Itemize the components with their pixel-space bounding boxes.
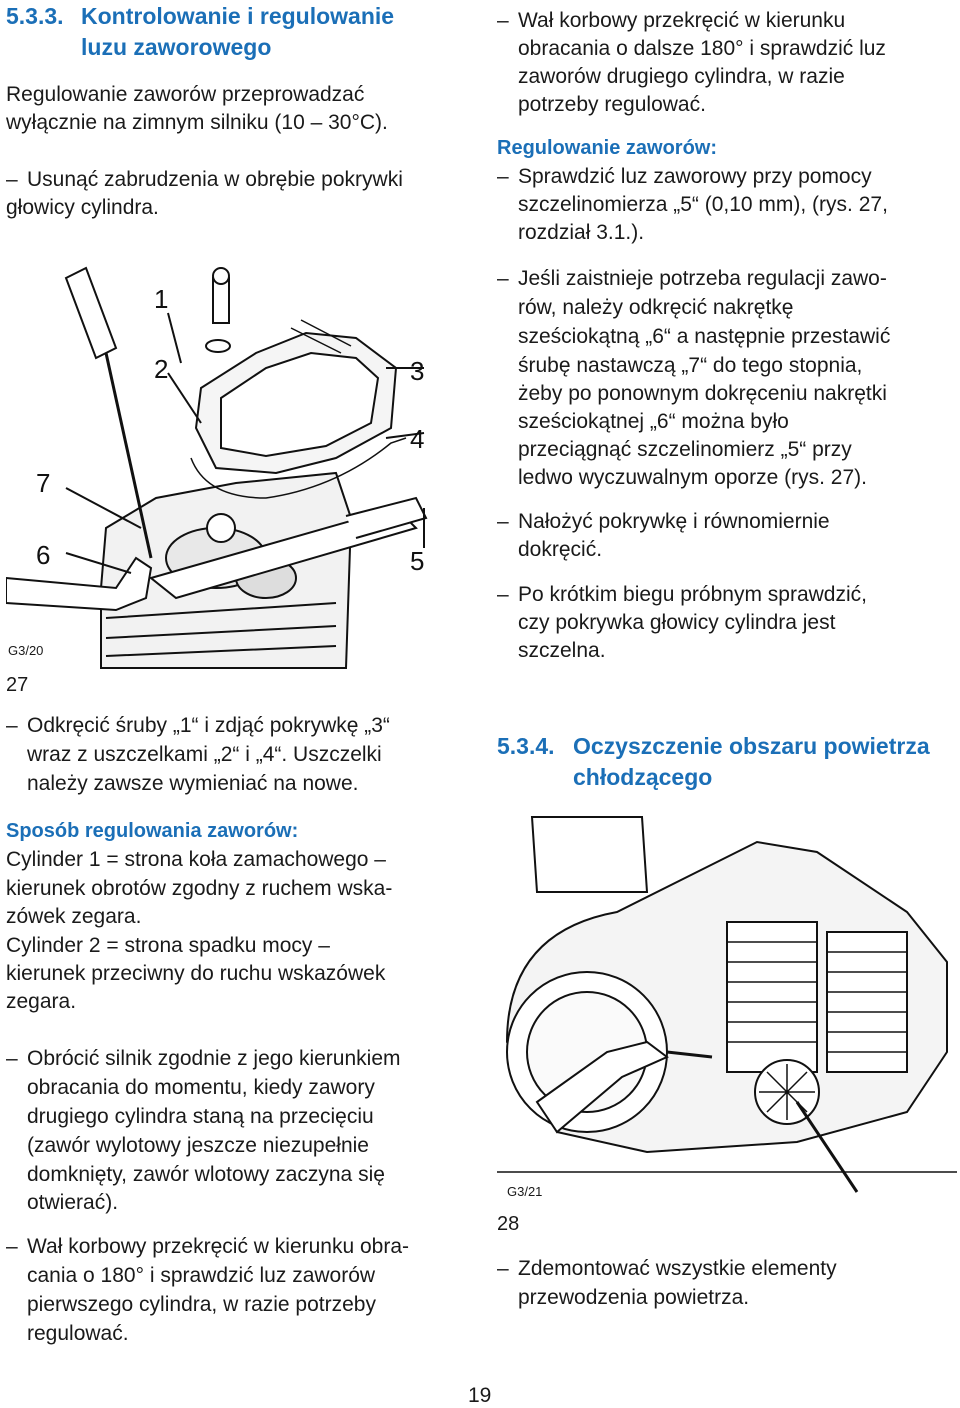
figure-28-number: 28: [497, 1213, 520, 1235]
label-6: 6: [36, 540, 51, 570]
cylinder-line6: zegara.: [6, 990, 77, 1013]
step-rotate-line6: otwierać).: [27, 1191, 119, 1214]
step-crank2-line4: potrzeby regulować.: [518, 93, 706, 116]
intro-line2: wyłącznie na zimnym silniku (10 – 30°C).: [6, 111, 388, 134]
label-7: 7: [36, 468, 51, 498]
step-regulate-line2: rów, należy odkręcić nakrętkę: [518, 296, 794, 319]
step-unscrew-line3: należy zawsze wymieniać na nowe.: [27, 772, 359, 795]
step-remove-line2: przewodzenia powietrza.: [518, 1286, 750, 1309]
step-regulate-line1: Jeśli zaistnieje potrzeba regulacji zawo…: [497, 264, 887, 293]
subheading-adjust: Regulowanie zaworów:: [497, 137, 718, 159]
step-crank2-line1: Wał korbowy przekręcić w kierunku: [497, 6, 845, 35]
step-crank1-line3: pierwszego cylindra, w razie potrzeby: [27, 1293, 376, 1316]
step-rotate-line2: obracania do momentu, kiedy zawory: [27, 1076, 375, 1099]
step-regulate-line3: sześciokątną „6“ a następnie przestawić: [518, 325, 891, 348]
step-test-line3: szczelna.: [518, 639, 606, 662]
valve-adjustment-illustration: [5, 266, 428, 669]
step-clean-line2: głowicy cylindra.: [6, 196, 159, 219]
step-remove-line1: Zdemontować wszystkie elementy: [497, 1254, 837, 1283]
step-clean-line1: Usunąć zabrudzenia w obrębie pokrywki: [6, 165, 403, 194]
cylinder-line4: Cylinder 2 = strona spadku mocy –: [6, 934, 330, 957]
section-title-line2: luzu zaworowego: [81, 34, 272, 60]
cylinder-line3: zówek zegara.: [6, 905, 142, 928]
cylinder-line2: kierunek obrotów zgodny z ruchem wska-: [6, 877, 393, 900]
figure-28: G3/21: [497, 812, 957, 1202]
step-regulate-line4: śrubę nastawczą „7“ do tego stopnia,: [518, 354, 863, 377]
step-regulate-line8: ledwo wyczuwalnym oporze (rys. 27).: [518, 466, 867, 489]
step-cover-line2: dokręcić.: [518, 538, 603, 561]
step-check-line2: szczelinomierza „5“ (0,10 mm), (rys. 27,: [518, 193, 888, 216]
step-crank1-line4: regulować.: [27, 1322, 129, 1345]
figure-27-number: 27: [6, 674, 29, 696]
step-crank2-line2: obracania o dalsze 180° i sprawdzić luz: [518, 37, 886, 60]
label-5: 5: [410, 546, 425, 576]
step-rotate-line5: domknięty, zawór wlotowy zaczyna się: [27, 1163, 385, 1186]
label-1: 1: [154, 284, 169, 314]
step-unscrew-line2: wraz z uszczelkami „2“ i „4“. Uszczelki: [27, 743, 382, 766]
figure-27: 1 2 3 4 5 6 7 G3/20: [5, 258, 468, 670]
step-test-line2: czy pokrywka głowicy cylindra jest: [518, 611, 836, 634]
step-regulate-line7: przeciągnąć szczelinomierz „5“ przy: [518, 438, 852, 461]
figure-code: G3/20: [8, 643, 44, 658]
section-number: 5.3.3.: [6, 3, 64, 29]
cylinder-line5: kierunek przeciwny do ruchu wskazówek: [6, 962, 386, 985]
step-cover-line1: Nałożyć pokrywkę i równomiernie: [497, 507, 830, 536]
step-check-line1: Sprawdzić luz zaworowy przy pomocy: [497, 162, 872, 191]
cylinder-line1: Cylinder 1 = strona koła zamachowego –: [6, 848, 386, 871]
step-check-line3: rozdział 3.1.).: [518, 221, 645, 244]
air-cleaning-illustration: [497, 816, 957, 1193]
section2-title-line1: Oczyszczenie obszaru powietrza: [573, 733, 930, 759]
step-unscrew-line1: Odkręcić śruby „1“ i zdjąć pokrywkę „3“: [6, 711, 390, 740]
section2-title-line2: chłodzącego: [573, 764, 713, 790]
step-rotate-line1: Obrócić silnik zgodnie z jego kierunkiem: [6, 1044, 401, 1073]
section2-number: 5.3.4.: [497, 733, 555, 759]
subheading-method: Sposób regulowania zaworów:: [6, 820, 299, 842]
step-crank1-line1: Wał korbowy przekręcić w kierunku obra-: [6, 1232, 409, 1261]
label-2: 2: [154, 354, 169, 384]
step-regulate-line5: żeby po ponownym dokręceniu nakrętki: [518, 382, 887, 405]
label-3: 3: [410, 356, 425, 386]
page-number: 19: [468, 1384, 492, 1407]
step-test-line1: Po krótkim biegu próbnym sprawdzić,: [497, 580, 867, 609]
step-regulate-line6: sześciokątnej „6“ można było: [518, 410, 789, 433]
step-crank2-line3: zaworów drugiego cylindra, w razie: [518, 65, 845, 88]
step-crank1-line2: cania o 180° i sprawdzić luz zaworów: [27, 1264, 376, 1287]
label-4: 4: [410, 424, 425, 454]
step-rotate-line4: (zawór wylotowy jeszcze niezupełnie: [27, 1134, 369, 1157]
intro-line1: Regulowanie zaworów przeprowadzać: [6, 83, 365, 106]
section-title-line1: Kontrolowanie i regulowanie: [81, 3, 395, 29]
step-rotate-line3: drugiego cylindra staną na przecięciu: [27, 1105, 374, 1128]
figure-code: G3/21: [507, 1184, 543, 1199]
